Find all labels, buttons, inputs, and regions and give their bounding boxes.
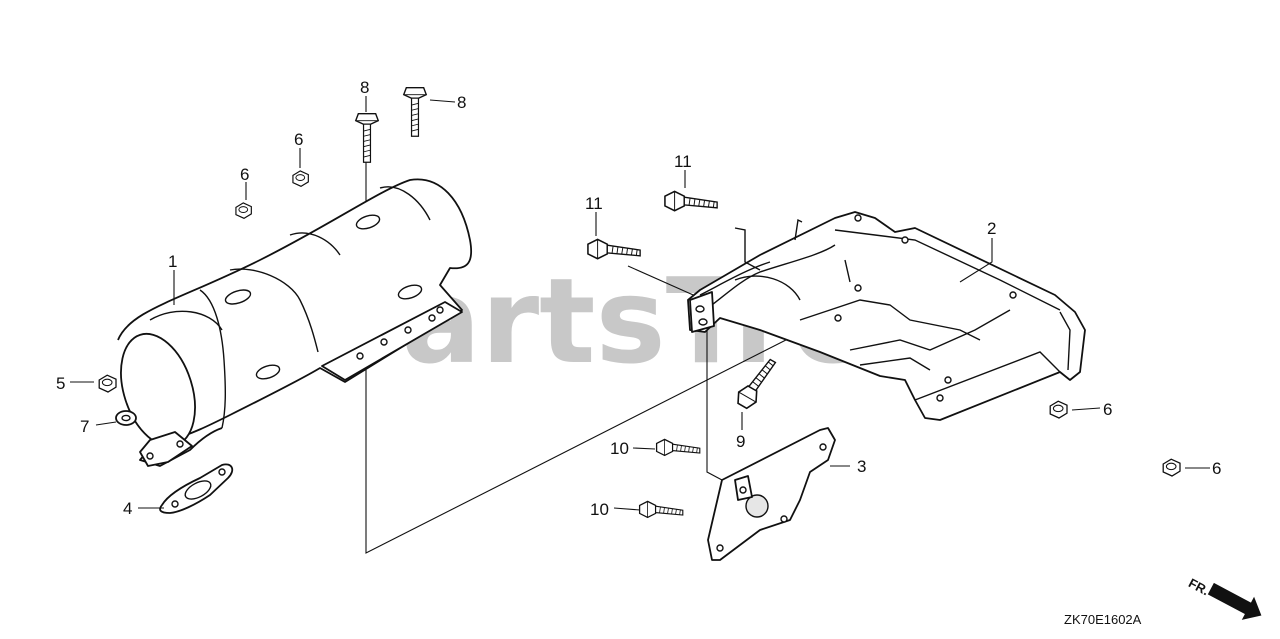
callout-4: 4: [123, 499, 132, 518]
front-direction-indicator: FR.: [1186, 575, 1262, 620]
callout-6d: 6: [1212, 459, 1221, 478]
callout-11b: 11: [585, 194, 603, 213]
diagram-code: ZK70E1602A: [1064, 612, 1142, 627]
callout-7: 7: [80, 417, 89, 436]
flange-bolt-8a: [355, 113, 379, 163]
callout-5: 5: [56, 374, 65, 393]
nut-6c: [1049, 400, 1068, 419]
callout-6b: 6: [294, 130, 303, 149]
front-arrow-icon: [1207, 582, 1262, 620]
nut-6b: [292, 170, 309, 187]
callout-labels: 1 2 3 4 5 6 6 6 6 7 8 8 9 10 10 11 11: [56, 78, 1221, 519]
callout-8a: 8: [360, 78, 369, 97]
nut-6a: [235, 202, 252, 219]
nut-5: [98, 374, 117, 393]
callout-11a: 11: [674, 152, 692, 171]
callout-8b: 8: [457, 93, 466, 112]
callout-2: 2: [987, 219, 996, 238]
flange-bolt-11a: [664, 190, 718, 212]
muffler-protector: [117, 178, 472, 467]
callout-1: 1: [168, 252, 177, 271]
callout-6a: 6: [240, 165, 249, 184]
callout-3: 3: [857, 457, 866, 476]
callout-10b: 10: [590, 500, 609, 519]
flange-bolt-10a: [655, 438, 701, 457]
muffler-stay: [687, 211, 1086, 421]
exhaust-gasket: [159, 463, 234, 514]
front-label: FR.: [1186, 575, 1212, 598]
fasteners: [98, 87, 1181, 519]
leader-lines: [70, 96, 1210, 511]
callout-9: 9: [736, 432, 745, 451]
callout-6c: 6: [1103, 400, 1112, 419]
flange-bolt-8b: [403, 87, 427, 137]
nut-6d: [1162, 458, 1181, 477]
muffler-bracket: [707, 427, 836, 561]
callout-10a: 10: [610, 439, 629, 458]
flange-bolt-10b: [638, 500, 684, 519]
